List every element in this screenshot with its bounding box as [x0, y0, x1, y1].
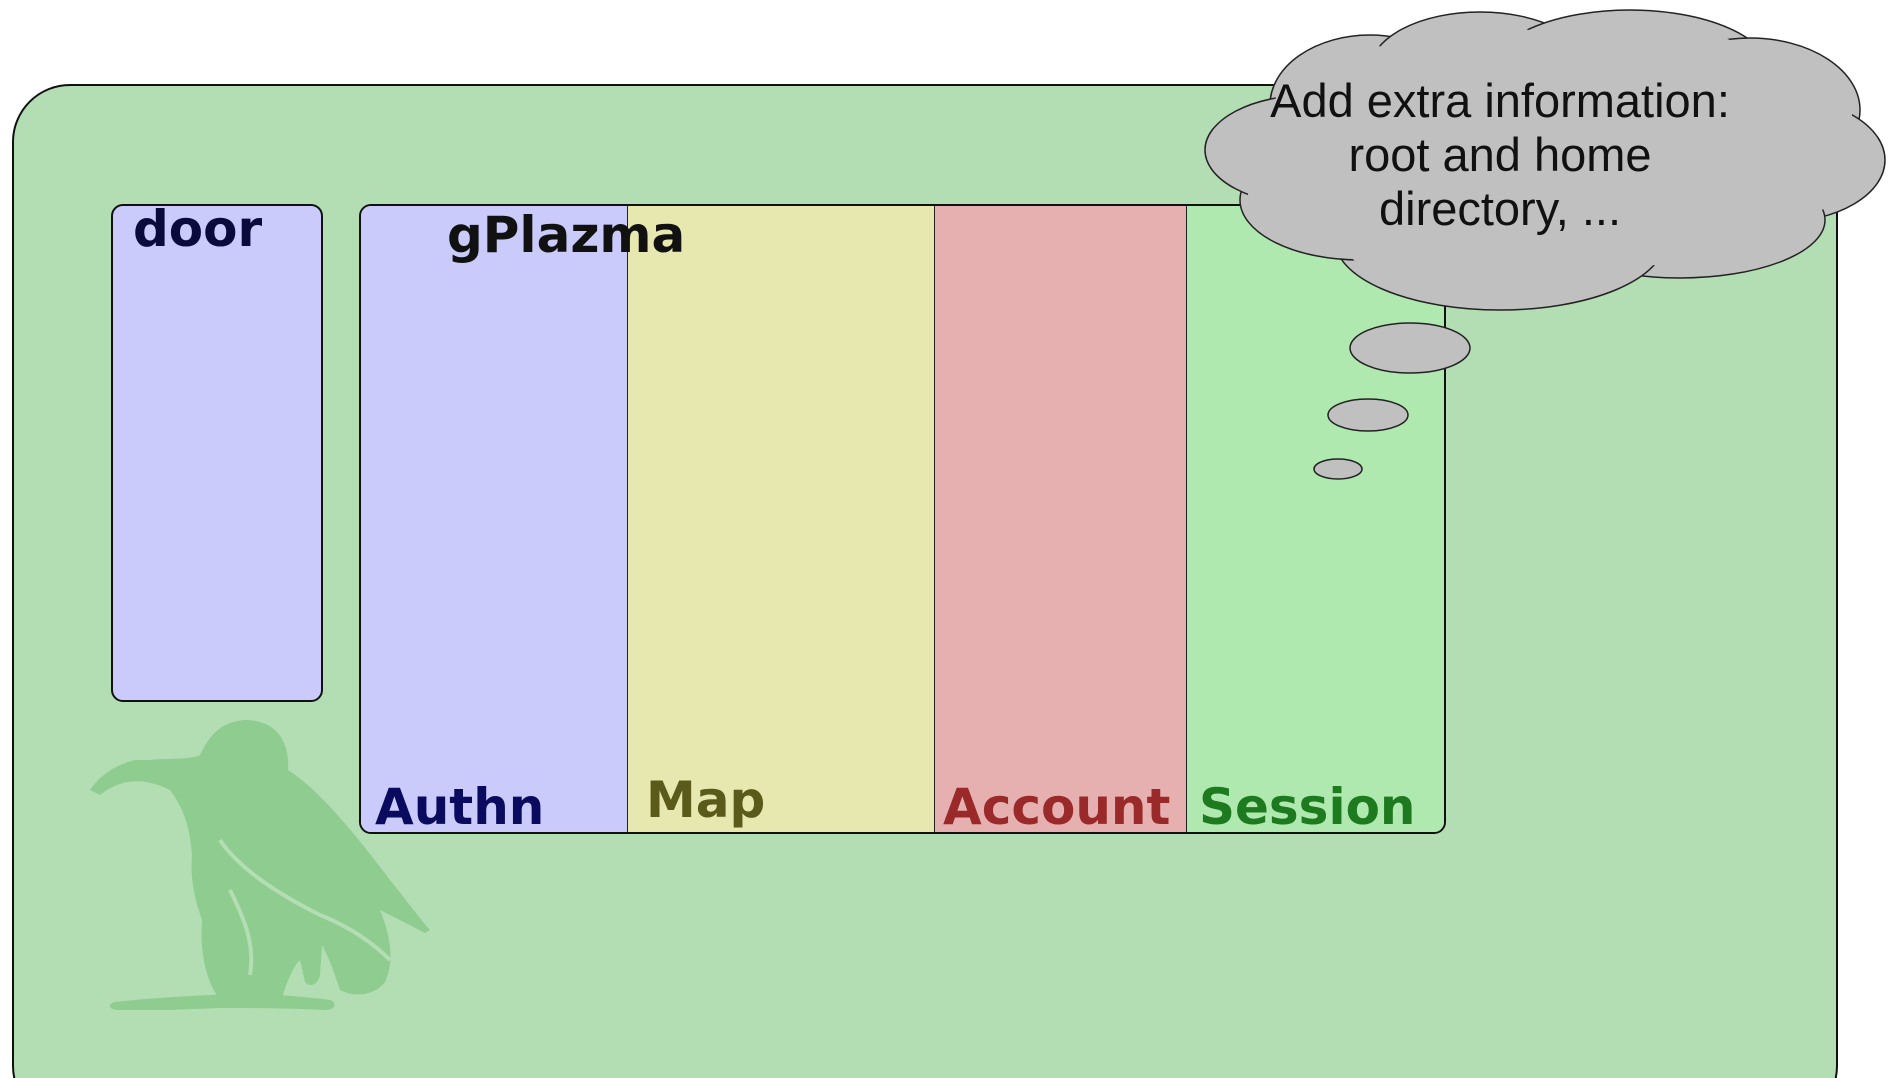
door-label: door: [133, 200, 263, 258]
thought-line-1: Add extra information:: [1270, 74, 1730, 127]
thought-line-3: directory, ...: [1378, 182, 1622, 235]
gplazma-box: Authn Map Account Session: [359, 204, 1446, 834]
map-column: Map: [628, 206, 935, 832]
authn-label: Authn: [375, 778, 545, 834]
bird-logo-icon: [90, 720, 430, 1010]
account-label: Account: [943, 778, 1171, 834]
session-column: Session: [1187, 206, 1444, 832]
door-box: [111, 204, 323, 702]
thought-bubble-text: Add extra information: root and home dir…: [1230, 74, 1770, 236]
gplazma-label: gPlazma: [447, 206, 686, 264]
account-column: Account: [935, 206, 1187, 832]
authn-column: Authn: [361, 206, 628, 832]
thought-line-2: root and home: [1348, 128, 1652, 181]
thought-cloud-icon: [1204, 9, 1886, 480]
session-label: Session: [1199, 778, 1416, 834]
map-label: Map: [646, 771, 766, 829]
